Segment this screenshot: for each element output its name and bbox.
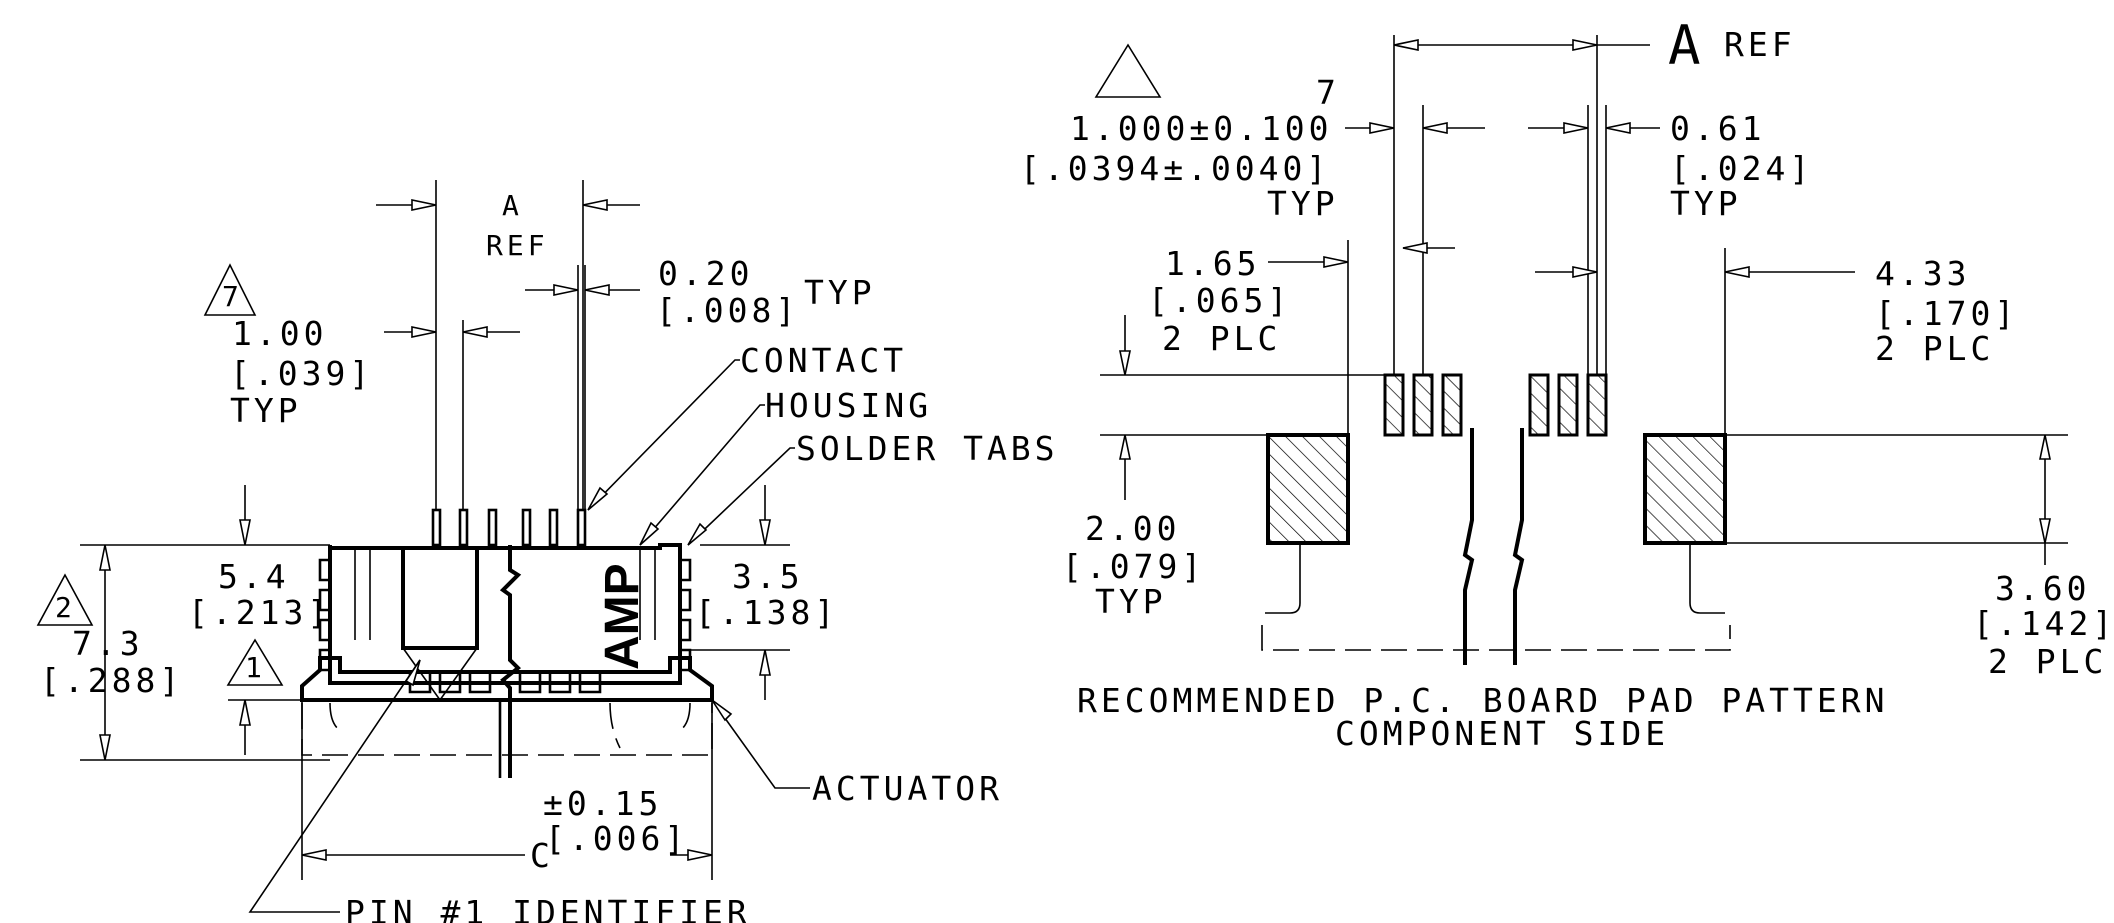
pcb-pad-pattern: A REF 7 1.000±0.100 [.0394±.0040] TYP 0.…	[1020, 14, 2114, 753]
callout-solder-tabs: SOLDER TABS	[796, 429, 1059, 468]
tab-height-right-plc: 2 PLC	[1988, 642, 2107, 681]
contact-pins	[431, 508, 587, 547]
overall-height-mm: 7.3	[72, 624, 144, 663]
pad-gap-in: [.079]	[1062, 547, 1205, 586]
pad-pattern-subcaption: COMPONENT SIDE	[1335, 714, 1669, 753]
pitch-typ: TYP	[230, 391, 302, 430]
note-1-number: 1	[245, 651, 266, 684]
a-ref-word: REF	[486, 229, 549, 262]
note-2-triangle	[36, 573, 94, 626]
note-7-number: 7	[222, 280, 243, 313]
note-2-number: 2	[55, 591, 76, 624]
pad-width-in: [.024]	[1670, 149, 1813, 188]
pad-width-typ: TYP	[1670, 184, 1742, 223]
pad-gap-mm: 2.00	[1085, 509, 1180, 548]
tab-offset-mm: 4.33	[1875, 254, 1970, 293]
tab-height-right-in: [.142]	[1973, 604, 2114, 643]
pad-gap-typ: TYP	[1095, 582, 1167, 621]
contact-width-in: [.008]	[656, 291, 799, 330]
right-pitch-mm: 1.000±0.100	[1070, 109, 1333, 148]
right-note-7-number: 7	[1316, 73, 1340, 112]
right-a-ref-letter: A	[1668, 14, 1701, 77]
pitch-mm: 1.00	[232, 314, 327, 353]
callout-housing: HOUSING	[765, 386, 932, 425]
callout-pin1-identifier: PIN #1 IDENTIFIER	[345, 893, 751, 923]
c-dim-label: C	[530, 836, 554, 875]
right-note-7-triangle	[1094, 43, 1162, 98]
pad-pattern-caption: RECOMMENDED P.C. BOARD PAD PATTERN	[1077, 681, 1889, 720]
height-mm: 5.4	[218, 557, 290, 596]
amp-logo: AMP	[596, 563, 649, 670]
note-7-triangle	[203, 263, 257, 316]
c-tol-in: [.006]	[545, 819, 688, 858]
callout-contact: CONTACT	[740, 341, 907, 380]
tab-height-right-mm: 3.60	[1995, 569, 2090, 608]
tab-offset-in: [.170]	[1875, 294, 2018, 333]
tab-width-mm: 1.65	[1165, 244, 1260, 283]
tab-height-mm: 3.5	[732, 557, 804, 596]
overall-height-in: [.288]	[40, 661, 183, 700]
right-pitch-in: [.0394±.0040]	[1020, 149, 1330, 188]
note-1-triangle	[226, 638, 284, 686]
tab-width-in: [.065]	[1148, 281, 1291, 320]
tab-height-in: [.138]	[695, 593, 838, 632]
contact-pads	[1383, 373, 1608, 437]
right-a-ref-word: REF	[1724, 25, 1796, 64]
tab-width-plc: 2 PLC	[1162, 319, 1281, 358]
a-ref-letter: A	[502, 189, 523, 222]
contact-width-mm: 0.20	[658, 254, 753, 293]
solder-tab-pad-left	[1266, 433, 1350, 545]
right-pitch-typ: TYP	[1267, 184, 1339, 223]
tab-offset-plc: 2 PLC	[1875, 329, 1994, 368]
c-tol-mm: ±0.15	[543, 784, 662, 823]
height-in: [.213]	[188, 593, 331, 632]
pitch-in: [.039]	[230, 354, 373, 393]
pad-width-mm: 0.61	[1670, 109, 1765, 148]
solder-tab-pad-right	[1643, 433, 1727, 545]
connector-side-view: AMP A REF 7 1.00 [.039] TYP 0.20 [.008] …	[36, 180, 1059, 923]
callout-actuator: ACTUATOR	[812, 769, 1003, 808]
contact-width-typ: TYP	[804, 273, 876, 312]
